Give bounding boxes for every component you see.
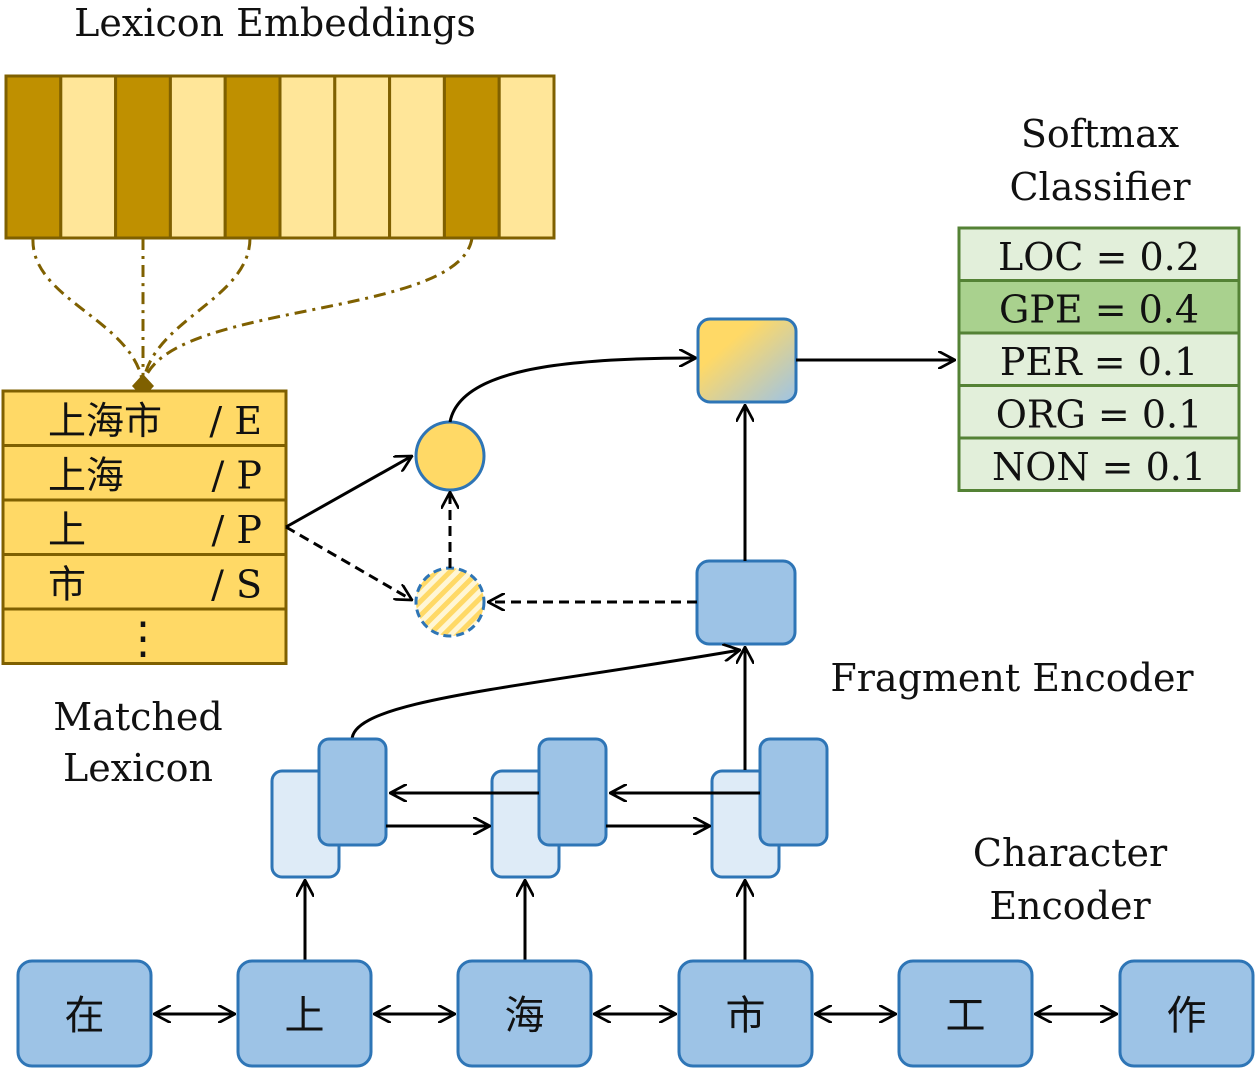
lexicon-ellipsis: ⋮ xyxy=(121,613,165,664)
softmax-label-1: Softmax xyxy=(1021,112,1179,156)
bilstm-cell-3 xyxy=(710,737,829,879)
character-box xyxy=(1118,959,1255,1068)
embedding-cell-dark xyxy=(223,74,282,240)
softmax-class-label: NON = 0.1 xyxy=(992,445,1206,489)
lexicon-to-gate-arrow xyxy=(285,456,412,529)
softmax-row xyxy=(957,436,1241,492)
softmax-row xyxy=(957,226,1241,282)
lexicon-embeddings-title: Lexicon Embeddings xyxy=(74,1,476,45)
character-box xyxy=(897,959,1034,1068)
character-label: 工 xyxy=(946,993,986,1039)
lexicon-tag: / P xyxy=(212,454,262,498)
softmax-row xyxy=(957,384,1241,440)
fused-representation-node xyxy=(696,317,798,404)
character-input-sequence: 在上海市工作 xyxy=(16,959,1255,1068)
embedding-cell-dark xyxy=(114,74,172,240)
lexicon-row xyxy=(1,607,288,665)
embedding-cell-light xyxy=(497,74,556,240)
softmax-row xyxy=(957,331,1241,387)
softmax-class-label: GPE = 0.4 xyxy=(999,288,1199,332)
fragment-encoder-label: Fragment Encoder xyxy=(830,656,1194,700)
bilstm-cell-2 xyxy=(490,737,608,879)
fragment-encoder-node xyxy=(695,559,797,646)
lexicon-tag: / E xyxy=(209,399,262,443)
lexicon-attention-node xyxy=(414,566,486,638)
embedding-cell-dark xyxy=(442,74,501,240)
character-label: 上 xyxy=(285,993,325,1039)
lexicon-word: 市 xyxy=(48,563,86,607)
character-box xyxy=(456,959,593,1068)
softmax-row xyxy=(957,279,1241,335)
character-encoder-label-2: Encoder xyxy=(989,884,1151,928)
softmax-class-label: ORG = 0.1 xyxy=(996,393,1203,437)
matched-lexicon-label-1: Matched xyxy=(53,695,222,739)
lexicon-tag: / P xyxy=(212,508,262,552)
character-label: 在 xyxy=(65,993,105,1039)
lexicon-gate-node xyxy=(414,420,486,492)
lexicon-embedding-strip xyxy=(4,74,556,240)
character-box xyxy=(16,959,153,1068)
lexicon-word: 上海市 xyxy=(48,399,162,443)
softmax-class-label: LOC = 0.2 xyxy=(998,235,1200,279)
embedding-cell-light xyxy=(388,74,446,240)
character-label: 市 xyxy=(726,993,766,1039)
lexicon-tag: / S xyxy=(211,563,262,607)
softmax-class-label: PER = 0.1 xyxy=(1000,340,1198,384)
character-label: 作 xyxy=(1167,993,1207,1039)
matched-lexicon-label-2: Lexicon xyxy=(63,746,213,790)
embedding-cell-light xyxy=(168,74,227,240)
character-box xyxy=(236,959,373,1068)
matched-lexicon-table: 上海市 / E 上海 / P 上 / P 市 / S ⋮ xyxy=(1,389,288,665)
softmax-label-2: Classifier xyxy=(1009,165,1191,209)
bilstm-cell-1 xyxy=(270,737,388,879)
embedding-cell-dark xyxy=(4,74,63,240)
lexicon-word: 上海 xyxy=(48,454,124,498)
bilstm-arrows xyxy=(305,793,760,960)
lexicon-row xyxy=(1,553,288,611)
embedding-cell-light xyxy=(278,74,337,240)
character-encoder-label-1: Character xyxy=(973,831,1168,875)
gate-to-fusion-arrow xyxy=(448,358,696,423)
embedding-lookup-links xyxy=(31,237,474,386)
start-state-to-fragment-arrow xyxy=(350,650,740,741)
embedding-cell-light xyxy=(59,74,118,240)
lexicon-row xyxy=(1,389,288,447)
character-box xyxy=(677,959,814,1068)
lexicon-word: 上 xyxy=(48,508,86,552)
embedding-cell-light xyxy=(333,74,392,240)
lexicon-to-attention-arrow xyxy=(285,525,412,600)
character-label: 海 xyxy=(505,993,545,1039)
